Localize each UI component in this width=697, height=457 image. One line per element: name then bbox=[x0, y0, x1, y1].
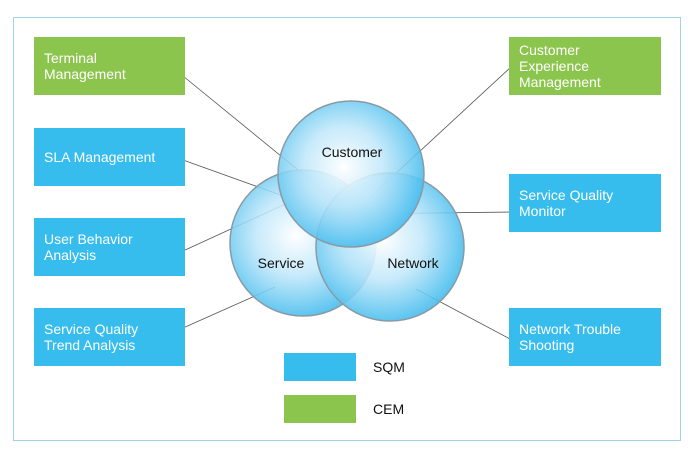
customer-experience-management-box: Customer Experience Management bbox=[509, 37, 661, 95]
service-label: Service bbox=[258, 255, 305, 271]
user-behavior-analysis-box: User Behavior Analysis bbox=[34, 218, 185, 276]
legend-sqm-swatch bbox=[284, 353, 356, 381]
service-quality-monitor-box: Service Quality Monitor bbox=[509, 174, 661, 232]
legend-cem-label: CEM bbox=[373, 401, 405, 417]
diagram-frame bbox=[13, 17, 681, 441]
service-quality-trend-analysis-box: Service Quality Trend Analysis bbox=[34, 308, 185, 366]
legend-sqm-label: SQM bbox=[373, 359, 405, 375]
network-label: Network bbox=[387, 255, 439, 271]
legend-cem-swatch bbox=[284, 395, 356, 423]
sla-management-box: SLA Management bbox=[34, 128, 185, 186]
customer-label: Customer bbox=[322, 144, 383, 160]
customer-circle bbox=[277, 100, 425, 248]
network-trouble-shooting-box: Network Trouble Shooting bbox=[509, 308, 661, 366]
terminal-management-box: Terminal Management bbox=[34, 37, 185, 95]
